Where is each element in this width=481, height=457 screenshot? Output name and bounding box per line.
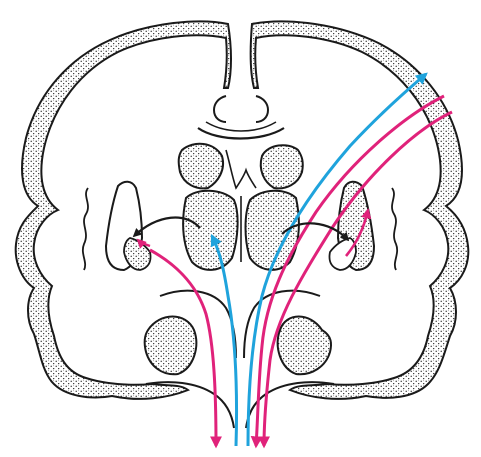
thalamus (179, 144, 303, 270)
temporal-lobe (145, 291, 334, 428)
